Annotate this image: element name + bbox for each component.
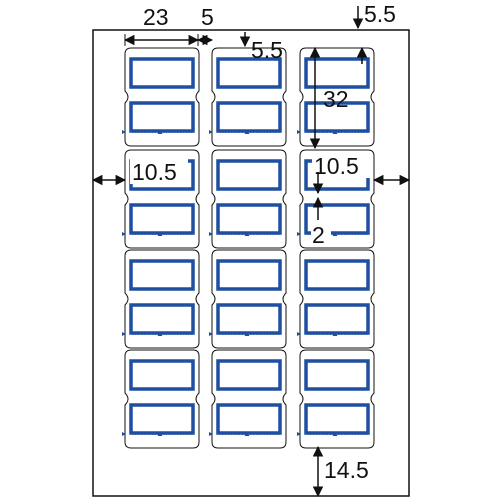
side-marker xyxy=(297,130,301,134)
center-marker xyxy=(332,130,338,134)
side-marker xyxy=(209,332,213,336)
side-marker xyxy=(122,232,126,236)
label-window-top xyxy=(216,259,282,291)
center-marker xyxy=(244,332,250,336)
label-window-bottom xyxy=(129,101,195,133)
side-marker xyxy=(297,332,301,336)
label-window-bottom xyxy=(216,101,282,133)
center-marker xyxy=(157,130,163,134)
label-window-bottom xyxy=(216,303,282,335)
label-outline xyxy=(211,149,287,249)
right-margin-label-bg xyxy=(312,152,372,178)
label-window-top xyxy=(216,359,282,391)
column-gap-value: 5 xyxy=(201,4,214,30)
center-marker xyxy=(332,332,338,336)
side-marker xyxy=(297,232,301,236)
left-margin-value: 10.5 xyxy=(132,159,177,185)
side-marker xyxy=(209,232,213,236)
label-height-value: 32 xyxy=(323,86,349,112)
side-marker xyxy=(209,432,213,436)
left-margin-label-bg xyxy=(130,158,188,184)
label-window-bottom xyxy=(129,303,195,335)
label-outline xyxy=(211,249,287,349)
label-width-value: 23 xyxy=(143,4,169,30)
label-window-bottom xyxy=(304,101,370,133)
label-window-bottom xyxy=(129,203,195,235)
center-marker xyxy=(244,130,250,134)
label-window-bottom xyxy=(304,203,370,235)
label-outline xyxy=(124,249,200,349)
label-outline xyxy=(211,47,287,147)
label-window-top xyxy=(216,159,282,191)
label-window-top xyxy=(129,57,195,89)
sheet-outline xyxy=(92,29,410,497)
label-outline xyxy=(299,349,375,449)
top-margin-value: 5.5 xyxy=(251,37,283,63)
label-outline xyxy=(124,47,200,147)
label-outline xyxy=(124,349,200,449)
center-marker xyxy=(157,432,163,436)
label-window-bottom xyxy=(216,203,282,235)
side-marker xyxy=(209,130,213,134)
label-window-top xyxy=(129,359,195,391)
label-window-top xyxy=(216,57,282,89)
right-margin-value: 10.5 xyxy=(314,153,359,179)
label-window-top xyxy=(304,259,370,291)
label-window-bottom xyxy=(129,403,195,435)
label-window-bottom xyxy=(304,303,370,335)
center-marker xyxy=(157,232,163,236)
label-gap-value: 2 xyxy=(312,222,325,248)
side-marker xyxy=(122,432,126,436)
center-marker xyxy=(332,232,338,236)
center-marker xyxy=(244,232,250,236)
label-outline xyxy=(211,349,287,449)
side-marker xyxy=(297,432,301,436)
label-grid xyxy=(122,47,375,449)
center-marker xyxy=(157,332,163,336)
center-marker xyxy=(244,432,250,436)
label-window-top xyxy=(129,259,195,291)
label-window-bottom xyxy=(216,403,282,435)
label-window-bottom xyxy=(304,403,370,435)
bottom-margin-value: 14.5 xyxy=(324,457,369,483)
center-marker xyxy=(332,432,338,436)
label-window-top xyxy=(304,359,370,391)
side-marker xyxy=(122,130,126,134)
top-right-margin-value: 5.5 xyxy=(364,1,396,27)
side-marker xyxy=(122,332,126,336)
label-gap-label-bg xyxy=(311,222,331,246)
label-outline xyxy=(299,249,375,349)
label-window-top xyxy=(304,57,370,89)
